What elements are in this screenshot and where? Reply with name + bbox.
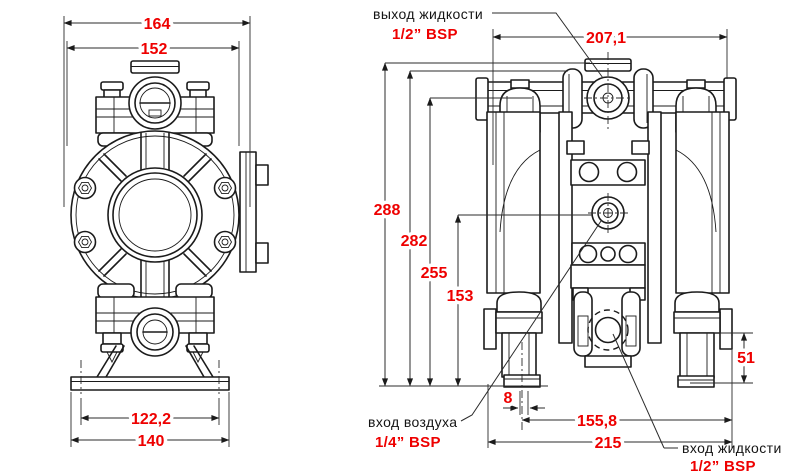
dim-140: 140 — [138, 433, 165, 450]
dimension-height-clamp: 255 — [417, 97, 532, 387]
dimension-height-outlet: 282 — [397, 70, 568, 387]
base-stand — [70, 345, 230, 394]
dimension-height-overall: 288 — [370, 62, 590, 387]
flange-bolt — [73, 230, 97, 254]
liquid-outlet-port — [562, 52, 654, 130]
side-panels — [486, 111, 730, 294]
flange-body — [70, 130, 240, 300]
dimension-width-flange: 152 — [66, 38, 240, 146]
hidden-port-circle — [587, 309, 629, 351]
liquid-outlet-callout: выход жидкости 1/2” BSP — [373, 6, 604, 79]
liquid-outlet-size: 1/2” BSP — [392, 26, 458, 43]
air-inlet-callout: вход воздуха 1/4” BSP — [368, 220, 602, 451]
dim-152: 152 — [141, 41, 168, 58]
front-view-drawing — [70, 60, 269, 394]
dimension-height-air-inlet: 153 — [443, 214, 592, 387]
dimension-base-width: 140 — [70, 392, 230, 454]
side-view-drawing — [475, 52, 737, 388]
air-inlet-size: 1/4” BSP — [375, 434, 441, 451]
dim-282: 282 — [401, 233, 428, 250]
rear-foot — [673, 291, 733, 388]
dim-153: 153 — [447, 288, 474, 305]
dim-215: 215 — [595, 435, 622, 452]
front-foot — [483, 291, 543, 388]
dimension-base-holes: 122,2 — [80, 398, 220, 432]
dimension-foot-offset: 8 — [500, 387, 545, 415]
flange-bolt — [213, 176, 237, 200]
dim-207-1: 207,1 — [586, 30, 626, 47]
dim-8: 8 — [504, 390, 513, 407]
dim-122-2: 122,2 — [131, 411, 171, 428]
dimension-width-overall: 164 — [63, 13, 251, 207]
dimension-depth-top: 207,1 — [492, 27, 728, 165]
flange-bolt — [73, 176, 97, 200]
bottom-center-assembly — [573, 291, 641, 368]
dim-51: 51 — [737, 350, 755, 367]
liquid-inlet-callout: вход жидкости 1/2” BSP — [612, 333, 782, 475]
side-bracket — [239, 151, 269, 273]
flange-bolt — [213, 230, 237, 254]
center-section — [558, 111, 662, 344]
liquid-inlet-size: 1/2” BSP — [690, 458, 756, 475]
dim-164: 164 — [144, 16, 171, 33]
top-manifold — [95, 60, 215, 147]
dim-288: 288 — [374, 202, 401, 219]
dimension-inlet-port-height: 51 — [690, 332, 759, 384]
air-inlet-label: вход воздуха — [368, 414, 457, 430]
dim-255: 255 — [421, 265, 448, 282]
bottom-manifold — [95, 283, 215, 364]
liquid-inlet-label: вход жидкости — [682, 440, 782, 456]
liquid-outlet-label: выход жидкости — [373, 6, 483, 22]
dim-155-8: 155,8 — [577, 413, 617, 430]
dimension-depth-overall: 215 — [487, 384, 733, 456]
dimension-inlet-offset: 155,8 — [521, 336, 733, 448]
